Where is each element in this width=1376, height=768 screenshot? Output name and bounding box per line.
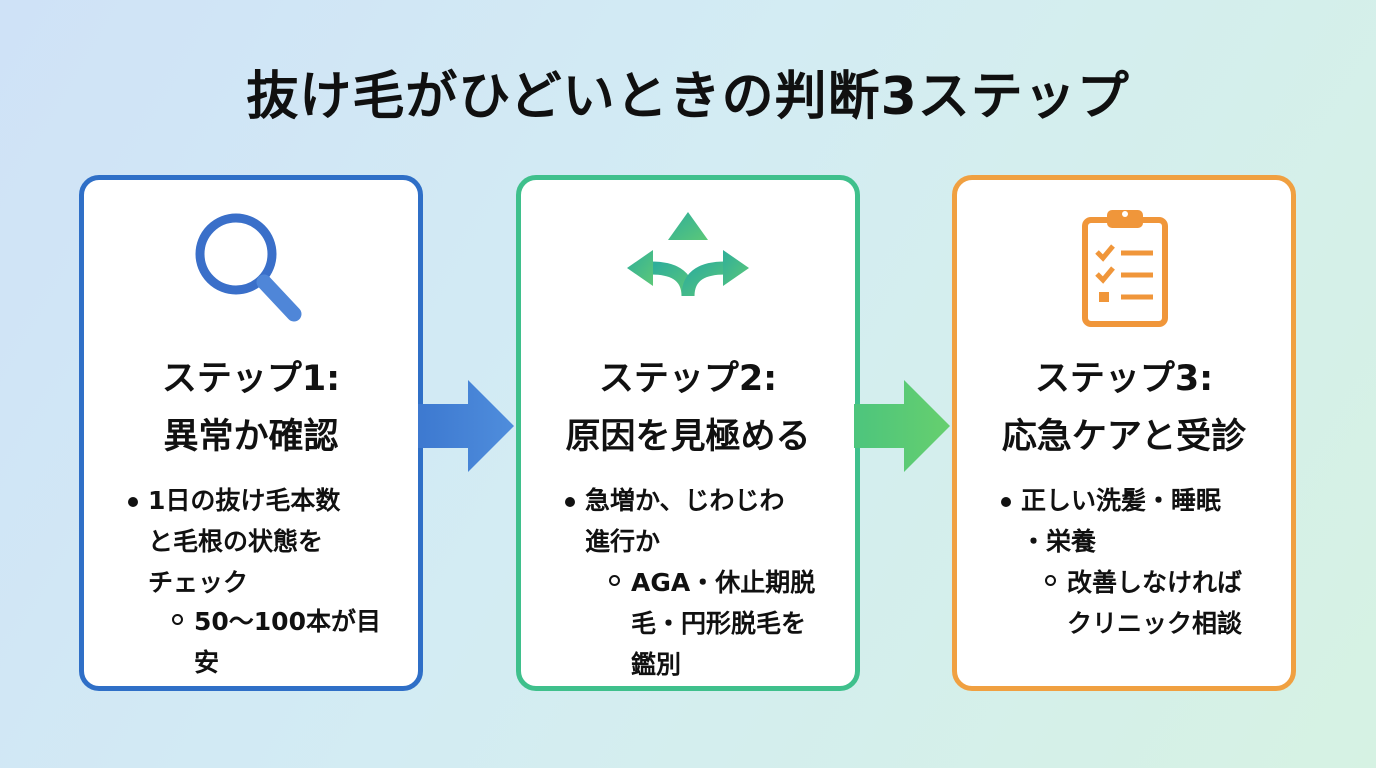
step-2-card: ステップ2: 原因を見極める 急増か、じわじわ 進行か AGA・休止期脱 毛・円…: [516, 175, 860, 691]
step-3-sub-line-2: クリニック相談: [1067, 609, 1243, 638]
step-2-bullet-line-2: 進行か: [585, 527, 661, 556]
clipboard-checklist-icon: [957, 208, 1291, 328]
step-1-bullet-line-3: チェック: [148, 568, 249, 597]
bullet-dot: [128, 497, 138, 507]
sub-bullet-circle: [1045, 575, 1056, 586]
step-2-sub-line-2: 毛・円形脱毛を: [631, 609, 807, 638]
page-title: 抜け毛がひどいときの判断3ステップ: [246, 67, 1130, 127]
sub-bullet-circle: [172, 614, 183, 625]
magnifier-icon: [84, 208, 418, 328]
bullet-dot: [565, 497, 575, 507]
branching-arrows-icon: [521, 208, 855, 328]
step-1-title: ステップ1:: [161, 359, 341, 399]
step-3-subtitle: 応急ケアと受診: [1001, 417, 1247, 457]
step-2-title: ステップ2:: [598, 359, 778, 399]
sub-bullet-circle: [609, 575, 620, 586]
step-3-bullet-line-2: ・栄養: [1021, 527, 1097, 556]
bullet-dot: [1001, 497, 1011, 507]
step-3-card: ステップ3: 応急ケアと受診 正しい洗髪・睡眠 ・栄養 改善しなければ クリニッ…: [952, 175, 1296, 691]
step-1-card: ステップ1: 異常か確認 1日の抜け毛本数 と毛根の状態を チェック 50〜10…: [79, 175, 423, 691]
step-3-bullet-line-1: 正しい洗髪・睡眠: [1021, 486, 1222, 515]
step-1-bullet-line-2: と毛根の状態を: [148, 527, 324, 556]
step-2-subtitle: 原因を見極める: [565, 417, 811, 457]
arrow-right-icon: [418, 380, 518, 476]
step-3-title: ステップ3:: [1034, 359, 1214, 399]
step-1-subtitle: 異常か確認: [163, 417, 339, 457]
arrow-right-icon: [854, 380, 954, 476]
step-1-sub-line-1: 50〜100本が目: [194, 607, 381, 636]
step-3-sub-line-1: 改善しなければ: [1067, 568, 1243, 597]
step-2-bullet-line-1: 急増か、じわじわ: [585, 486, 785, 515]
step-2-sub-line-1: AGA・休止期脱: [631, 568, 816, 597]
step-1-sub-line-2: 安: [194, 648, 220, 677]
step-1-bullet-line-1: 1日の抜け毛本数: [148, 486, 341, 515]
step-2-sub-line-3: 鑑別: [631, 650, 682, 679]
